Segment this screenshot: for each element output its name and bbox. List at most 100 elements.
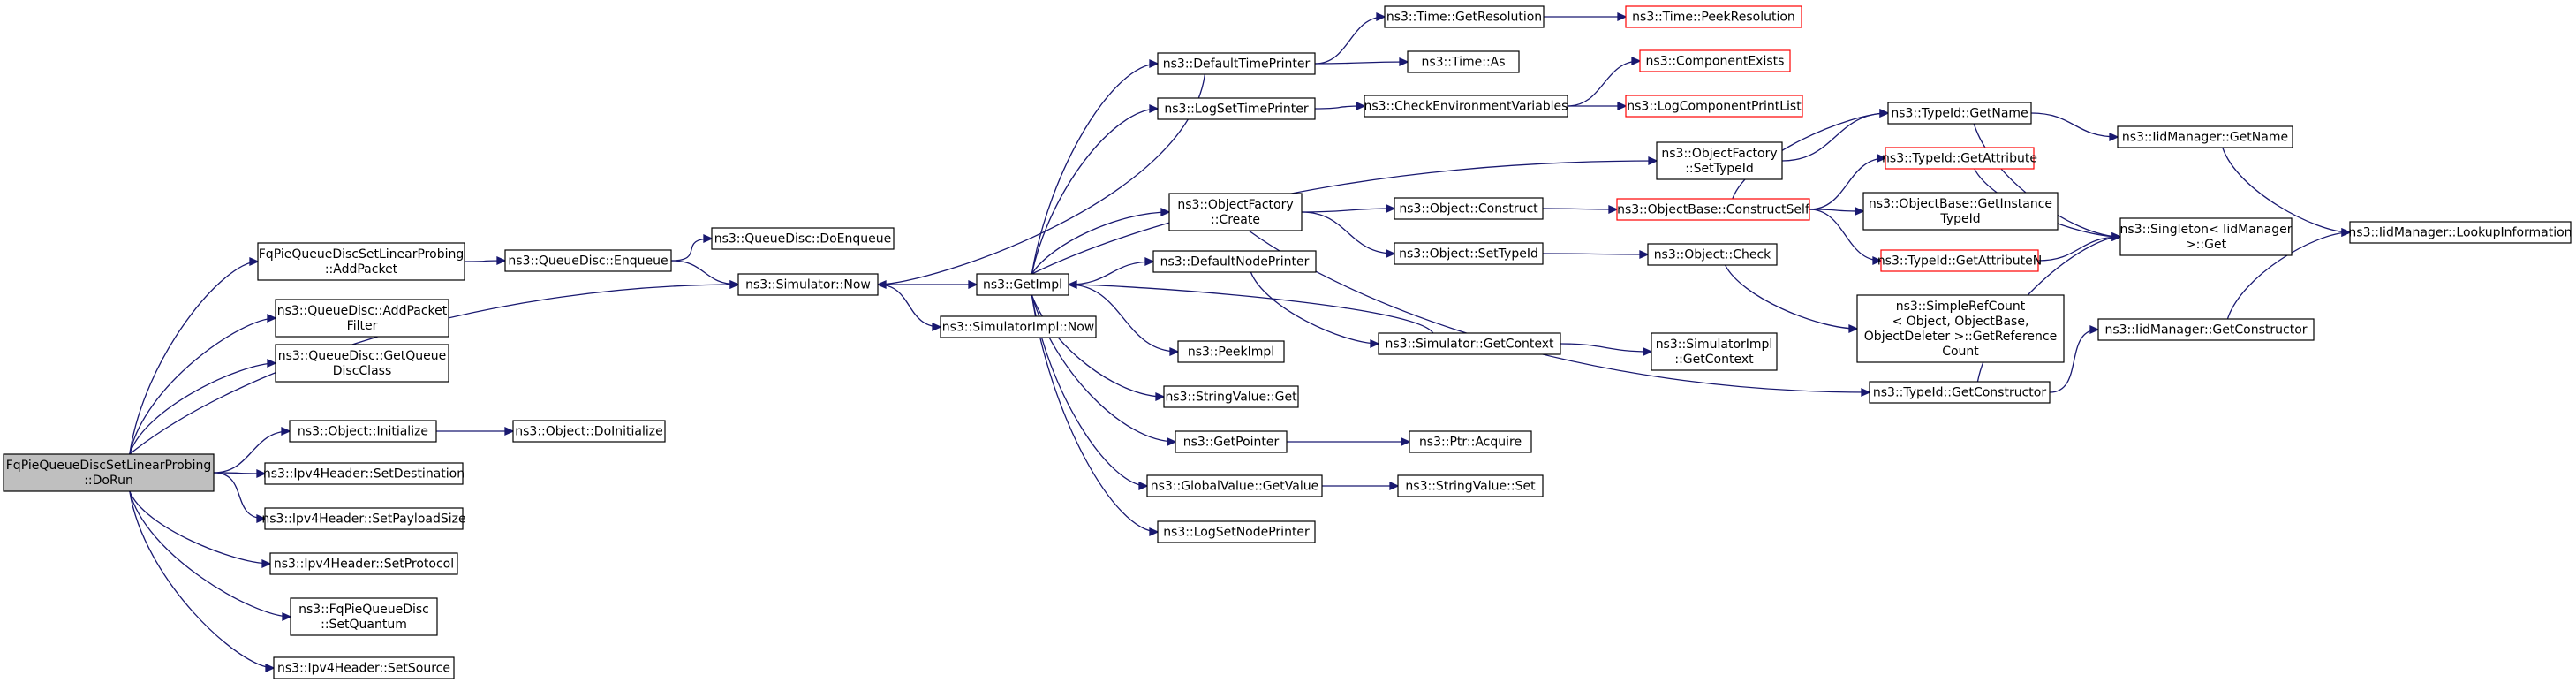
node-strValGet[interactable]: ns3::StringValue::Get	[1163, 385, 1299, 408]
node-setProtocol[interactable]: ns3::Ipv4Header::SetProtocol	[269, 552, 458, 575]
node-simImplGetContext[interactable]: ns3::SimulatorImpl::GetContext	[1651, 332, 1778, 371]
edge-obConstructSelf-to-obGetInstanceTypeId	[1809, 209, 1864, 212]
node-label: ns3::Object::Initialize	[298, 425, 428, 439]
edge-root-to-setPayloadSize	[213, 472, 266, 520]
node-objSetTypeId[interactable]: ns3::Object::SetTypeId	[1394, 242, 1544, 265]
node-strValSet[interactable]: ns3::StringValue::Set	[1397, 474, 1544, 497]
node-logSetNodePrinter[interactable]: ns3::LogSetNodePrinter	[1157, 520, 1316, 543]
edge-defTimePrinter-to-timeGetRes	[1314, 16, 1386, 65]
node-simpleRefCount[interactable]: ns3::SimpleRefCount< Object, ObjectBase,…	[1856, 294, 2065, 363]
edge-arrowhead	[281, 426, 291, 436]
edge-getImpl-to-defTimePrinter	[1031, 63, 1159, 275]
node-label: ::SetTypeId	[1685, 162, 1754, 176]
node-timePeekRes[interactable]: ns3::Time::PeekResolution	[1625, 5, 1802, 28]
node-tidGetName[interactable]: ns3::TypeId::GetName	[1887, 102, 2032, 125]
edge-root-to-setQuantum	[129, 490, 291, 618]
node-timeAs[interactable]: ns3::Time::As	[1407, 50, 1520, 73]
node-setSource[interactable]: ns3::Ipv4Header::SetSource	[273, 656, 455, 679]
node-box	[1880, 249, 2039, 272]
node-iidGetName[interactable]: ns3::IidManager::GetName	[2117, 125, 2293, 148]
node-setDestination[interactable]: ns3::Ipv4Header::SetDestination	[263, 462, 465, 485]
node-iidLookup[interactable]: ns3::IidManager::LookupInformation	[2348, 221, 2572, 244]
node-objInitialize[interactable]: ns3::Object::Initialize	[289, 420, 437, 443]
node-compExists[interactable]: ns3::ComponentExists	[1639, 49, 1791, 72]
edge-ofCreate-to-objConstruct	[1301, 208, 1395, 213]
edge-arrowhead	[703, 233, 714, 244]
node-box	[1157, 97, 1316, 120]
node-label: Filter	[347, 319, 378, 333]
edge-root-to-setProtocol	[129, 490, 271, 565]
node-label: ns3::Ipv4Header::SetDestination	[263, 467, 465, 482]
edge-arrowhead	[1879, 108, 1890, 118]
node-iidGetConstructor[interactable]: ns3::IidManager::GetConstructor	[2097, 318, 2315, 341]
node-doEnqueue[interactable]: ns3::QueueDisc::DoEnqueue	[711, 227, 895, 250]
edge-getImpl-to-ofSetTypeId	[1031, 160, 1658, 275]
node-logSetTimePrinter[interactable]: ns3::LogSetTimePrinter	[1157, 97, 1316, 120]
node-ofSetTypeId[interactable]: ns3::ObjectFactory::SetTypeId	[1656, 141, 1783, 180]
node-tidGetConstructor[interactable]: ns3::TypeId::GetConstructor	[1869, 381, 2051, 404]
edge-getImpl-to-defNodePrinter	[1068, 261, 1154, 285]
node-setQuantum[interactable]: ns3::FqPieQueueDisc::SetQuantum	[290, 597, 438, 636]
node-singletonGet[interactable]: ns3::Singleton< IidManager>::Get	[2119, 217, 2293, 256]
node-box	[940, 315, 1097, 338]
edge-obConstructSelf-to-tidGetAttributeN	[1809, 209, 1882, 262]
node-logCompPrintList[interactable]: ns3::LogComponentPrintList	[1625, 95, 1803, 118]
node-label: ns3::SimulatorImpl::Now	[942, 321, 1095, 335]
node-defNodePrinter[interactable]: ns3::DefaultNodePrinter	[1152, 250, 1317, 273]
node-label: ns3::PeekImpl	[1188, 345, 1274, 360]
node-gvGetValue[interactable]: ns3::GlobalValue::GetValue	[1146, 474, 1323, 497]
node-label: ns3::IidManager::GetConstructor	[2104, 323, 2307, 338]
node-checkEnv[interactable]: ns3::CheckEnvironmentVariables	[1364, 95, 1568, 118]
node-defTimePrinter[interactable]: ns3::DefaultTimePrinter	[1157, 52, 1316, 75]
node-tidGetAttribute[interactable]: ns3::TypeId::GetAttribute	[1882, 147, 2037, 170]
node-box	[1647, 243, 1778, 266]
node-simNow[interactable]: ns3::Simulator::Now	[737, 273, 879, 296]
node-label: ns3::Ipv4Header::SetProtocol	[274, 558, 454, 572]
node-getImpl[interactable]: ns3::GetImpl	[976, 273, 1069, 296]
edge-root-to-setSource	[129, 490, 275, 669]
node-label: ns3::ComponentExists	[1646, 55, 1785, 69]
node-label: ObjectDeleter >::GetReference	[1864, 330, 2057, 344]
node-addPacket[interactable]: FqPieQueueDiscSetLinearProbing::AddPacke…	[257, 242, 465, 281]
node-box	[1394, 197, 1544, 220]
node-simImplNow[interactable]: ns3::SimulatorImpl::Now	[940, 315, 1097, 338]
node-objCheck[interactable]: ns3::Object::Check	[1647, 243, 1778, 266]
edge-arrowhead	[1401, 436, 1411, 447]
node-label: ns3::Time::GetResolution	[1386, 11, 1542, 25]
node-label: ns3::LogComponentPrintList	[1627, 100, 1802, 114]
node-setPayloadSize[interactable]: ns3::Ipv4Header::SetPayloadSize	[261, 507, 466, 530]
node-doInitialize[interactable]: ns3::Object::DoInitialize	[512, 420, 666, 443]
edge-arrowhead	[2089, 324, 2100, 335]
edge-arrowhead	[261, 558, 272, 569]
node-ptrAcquire[interactable]: ns3::Ptr::Acquire	[1409, 430, 1532, 453]
node-box	[504, 249, 672, 272]
node-objConstruct[interactable]: ns3::Object::Construct	[1394, 197, 1544, 220]
node-peekImpl[interactable]: ns3::PeekImpl	[1177, 340, 1285, 363]
node-box	[1157, 520, 1316, 543]
edge-arrowhead	[1639, 249, 1650, 260]
node-ofCreate[interactable]: ns3::ObjectFactory::Create	[1168, 193, 1303, 231]
node-label: ns3::GlobalValue::GetValue	[1151, 480, 1318, 494]
node-label: ns3::QueueDisc::AddPacket	[277, 304, 448, 318]
node-label: ns3::Ipv4Header::SetPayloadSize	[261, 512, 465, 527]
node-simGetContext[interactable]: ns3::Simulator::GetContext	[1378, 332, 1561, 355]
node-root[interactable]: FqPieQueueDiscSetLinearProbing::DoRun	[3, 453, 215, 492]
node-label: DiscClass	[333, 364, 392, 378]
edge-arrowhead	[1067, 279, 1077, 290]
edge-arrowhead	[2109, 132, 2119, 142]
node-getPointer[interactable]: ns3::GetPointer	[1175, 430, 1288, 453]
edge-root-to-addPacketFilter	[129, 317, 276, 455]
node-obConstructSelf[interactable]: ns3::ObjectBase::ConstructSelf	[1616, 198, 1810, 221]
node-enqueue[interactable]: ns3::QueueDisc::Enqueue	[504, 249, 672, 272]
node-label: ns3::GetImpl	[983, 278, 1062, 292]
node-timeGetRes[interactable]: ns3::Time::GetResolution	[1384, 5, 1545, 28]
node-label: FqPieQueueDiscSetLinearProbing	[6, 459, 211, 473]
edge-arrowhead	[1399, 57, 1409, 67]
node-box	[737, 273, 879, 296]
node-tidGetAttributeN[interactable]: ns3::TypeId::GetAttributeN	[1877, 249, 2042, 272]
edge-ofCreate-to-objSetTypeId	[1301, 211, 1395, 254]
node-box	[1887, 102, 2032, 125]
